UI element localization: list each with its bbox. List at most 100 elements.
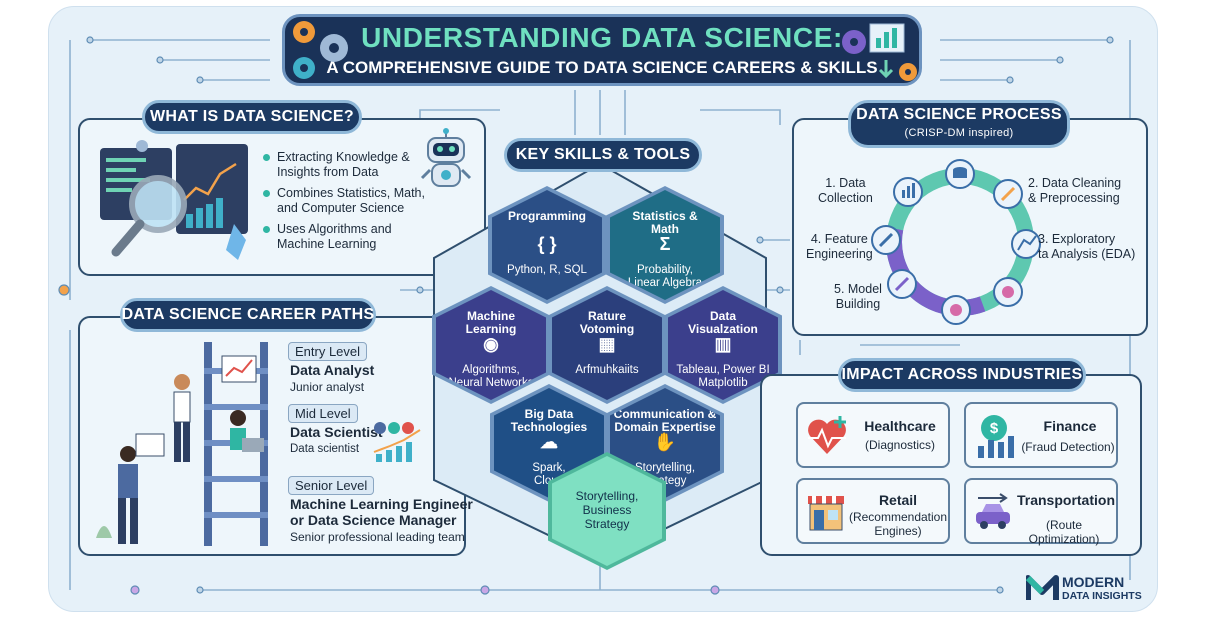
bullet-line: Uses Algorithms and	[277, 222, 392, 236]
team-growth-icon	[373, 422, 421, 462]
process-step-line: 1. Data	[825, 176, 866, 190]
skill-hex-title: Rature	[587, 309, 626, 323]
skill-hex-glyph-icon: ▦	[598, 334, 616, 354]
skill-hex-title: Math	[651, 222, 679, 236]
skill-hex-title: Learning	[465, 322, 517, 336]
process-step-line: 2. Data Cleaning	[1028, 176, 1122, 190]
career-level-senior: Senior Level	[288, 476, 375, 495]
skill-hex-title: Visualzation	[688, 322, 758, 336]
skill-hex-glyph-icon: { }	[537, 234, 557, 254]
industry-title: Finance	[1043, 418, 1097, 434]
skill-hex-programming: Programming { } Python, R, SQL	[488, 186, 606, 304]
process-title: DATA SCIENCE PROCESS	[856, 106, 1062, 123]
header-banner	[282, 14, 922, 86]
bullet-line: and Computer Science	[277, 201, 405, 215]
skill-hex-title: Votoming	[579, 322, 635, 336]
career-level-entry: Entry Level	[288, 342, 368, 361]
chart-gear-icon	[842, 23, 917, 81]
process-step-line: 4. Feature	[810, 232, 868, 246]
skill-hex-glyph-icon: ◉	[483, 334, 499, 354]
header-title: UNDERSTANDING DATA SCIENCE:	[361, 22, 843, 53]
brand-name: MODERN	[1062, 574, 1125, 590]
process-cycle-diagram	[871, 159, 1041, 325]
process-subtitle: (CRISP-DM inspired)	[904, 127, 1014, 139]
skill-hex-title: Machine	[466, 309, 515, 323]
skill-hex-title: Big Data	[524, 407, 574, 421]
bullet-line: Combines Statistics, Math,	[277, 186, 425, 200]
industry-subtitle: (Diagnostics)	[864, 438, 936, 452]
process-step-line: Collection	[818, 191, 873, 205]
career-desc-mid: Data scientist	[290, 443, 360, 455]
skill-hex-title: Programming	[507, 209, 586, 223]
industry-subtitle-line: Engines)	[874, 524, 922, 538]
industry-subtitle: (Route Optimization)	[1028, 518, 1100, 546]
skill-hex-fill: Programming { } Python, R, SQL	[492, 190, 602, 300]
skill-hex-desc: Arfmuhkaiits	[575, 364, 639, 376]
store-icon	[808, 496, 844, 531]
skill-hex-desc: Business	[582, 503, 632, 517]
skill-hex-title: Statistics &	[632, 209, 698, 223]
bullet-dot-icon	[263, 190, 270, 197]
skill-hex-desc: Neural Networks	[448, 377, 534, 389]
bullet-dot-icon	[263, 154, 270, 161]
industry-subtitle-line: (Recommendation	[848, 510, 948, 524]
process-step-line: & Preprocessing	[1028, 191, 1120, 205]
skill-hex-desc: Tableau, Power BI	[676, 364, 770, 376]
skill-hex-desc: Python, R, SQL	[507, 264, 587, 276]
career-role-entry: Data Analyst	[290, 362, 375, 378]
process-step-line: 5. Model	[834, 282, 882, 296]
impact-heading: IMPACT ACROSS INDUSTRIES	[838, 358, 1086, 392]
bullet-line: Extracting Knowledge &	[277, 150, 410, 164]
career-role-senior-alt: or Data Science Manager	[290, 512, 457, 528]
bullet-dot-icon	[263, 226, 270, 233]
svg-text:$: $	[990, 420, 999, 437]
data-analysis-illustration-icon	[100, 140, 248, 260]
process-heading: DATA SCIENCE PROCESS (CRISP-DM inspired)	[848, 100, 1070, 148]
industry-title: Transportation	[1016, 492, 1115, 508]
career-role-mid: Data Scientist	[290, 424, 383, 440]
robot-icon	[420, 128, 472, 187]
car-icon	[976, 493, 1010, 529]
industry-subtitle: (Fraud Detection)	[1021, 440, 1115, 454]
brand-logo-icon	[1026, 575, 1059, 600]
skill-hex-desc: Algorithms,	[462, 364, 520, 376]
industry-card-transportation: Transportation (Route Optimization)	[964, 478, 1118, 546]
skills-heading: KEY SKILLS & TOOLS	[504, 138, 702, 172]
skill-hex-glyph-icon: ☁	[540, 432, 558, 452]
skill-hex-title: Technologies	[510, 420, 588, 434]
skill-hex-title: Communication &	[613, 407, 717, 421]
process-step-line: ta Analysis (EDA)	[1038, 247, 1136, 261]
skill-hex-title: Domain Expertise	[614, 420, 716, 434]
skill-hex-desc: Storytelling,	[575, 489, 639, 503]
process-step-line: 3. Exploratory	[1038, 232, 1116, 246]
career-heading: DATA SCIENCE CAREER PATHS	[120, 298, 376, 332]
career-role-senior: Machine Learning Engineer	[290, 496, 473, 512]
industry-title: Healthcare	[864, 418, 936, 434]
industry-title: Retail	[878, 492, 918, 508]
header-subtitle: A COMPREHENSIVE GUIDE TO DATA SCIENCE CA…	[326, 58, 878, 77]
career-desc-entry: Junior analyst	[290, 380, 365, 394]
process-step-line: Building	[835, 297, 881, 311]
money-icon: $	[978, 415, 1014, 458]
skill-hex-glyph-icon: Σ	[659, 234, 671, 254]
bullet-line: Insights from Data	[277, 165, 379, 179]
skill-hex-desc: Linear Algebra	[627, 277, 703, 289]
career-level-mid: Mid Level	[288, 404, 358, 423]
